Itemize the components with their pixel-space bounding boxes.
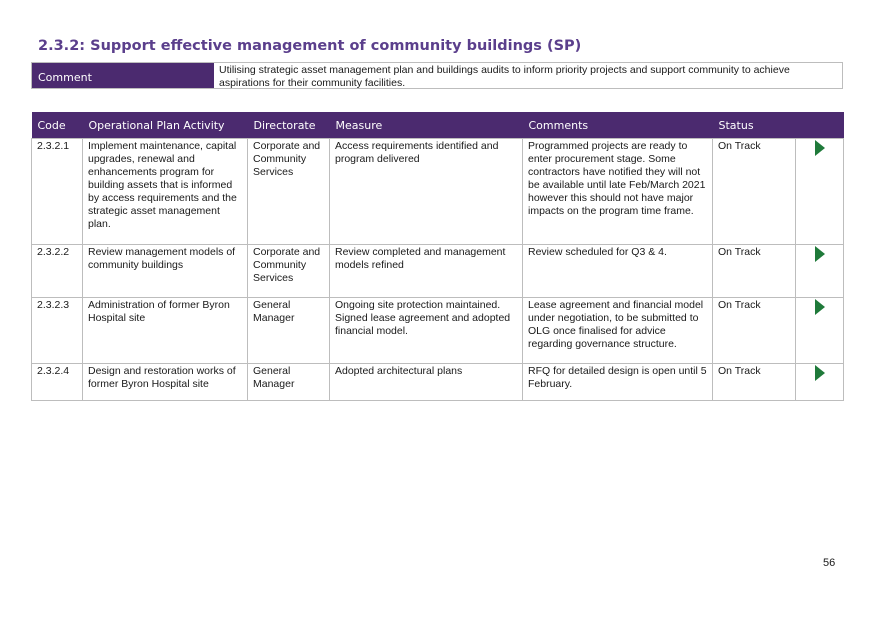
cell-code: 2.3.2.4 [31, 362, 83, 401]
comment-box: Comment Utilising strategic asset manage… [31, 62, 843, 89]
cell-status-icon [795, 243, 844, 298]
cell-code: 2.3.2.1 [31, 137, 83, 245]
cell-activity: Design and restoration works of former B… [82, 362, 248, 401]
header-directorate: Directorate [247, 112, 330, 138]
comment-text: Utilising strategic asset management pla… [219, 64, 790, 89]
play-icon [815, 364, 825, 381]
header-status: Status [712, 112, 796, 138]
table-row: 2.3.2.3 Administration of former Byron H… [31, 296, 844, 364]
table-row: 2.3.2.1 Implement maintenance, capital u… [31, 137, 844, 245]
cell-status-icon [795, 362, 844, 401]
cell-status: On Track [712, 137, 796, 245]
cell-comments: Review scheduled for Q3 & 4. [522, 243, 713, 298]
cell-status: On Track [712, 362, 796, 401]
cell-status: On Track [712, 296, 796, 364]
header-activity: Operational Plan Activity [82, 112, 248, 138]
cell-measure: Adopted architectural plans [329, 362, 523, 401]
cell-directorate: Corporate and Community Services [247, 243, 330, 298]
cell-measure: Review completed and management models r… [329, 243, 523, 298]
cell-comments: RFQ for detailed design is open until 5 … [522, 362, 713, 401]
cell-directorate: General Manager [247, 362, 330, 401]
table-header-row: Code Operational Plan Activity Directora… [31, 112, 844, 138]
cell-directorate: Corporate and Community Services [247, 137, 330, 245]
header-status-icon [795, 112, 844, 138]
cell-measure: Ongoing site protection maintained. Sign… [329, 296, 523, 364]
play-icon [815, 298, 825, 315]
table-row: 2.3.2.4 Design and restoration works of … [31, 362, 844, 401]
cell-code: 2.3.2.2 [31, 243, 83, 298]
page-number: 56 [823, 557, 836, 569]
header-measure: Measure [329, 112, 523, 138]
cell-comments: Lease agreement and financial model unde… [522, 296, 713, 364]
operational-plan-table: Code Operational Plan Activity Directora… [31, 112, 844, 401]
cell-activity: Administration of former Byron Hospital … [82, 296, 248, 364]
page-heading: 2.3.2: Support effective management of c… [38, 38, 582, 54]
play-icon [815, 139, 825, 156]
cell-comments: Programmed projects are ready to enter p… [522, 137, 713, 245]
cell-status-icon [795, 137, 844, 245]
cell-code: 2.3.2.3 [31, 296, 83, 364]
header-comments: Comments [522, 112, 713, 138]
cell-activity: Review management models of community bu… [82, 243, 248, 298]
comment-label: Comment [32, 63, 214, 88]
cell-status-icon [795, 296, 844, 364]
cell-status: On Track [712, 243, 796, 298]
header-code: Code [31, 112, 83, 138]
cell-activity: Implement maintenance, capital upgrades,… [82, 137, 248, 245]
cell-directorate: General Manager [247, 296, 330, 364]
cell-measure: Access requirements identified and progr… [329, 137, 523, 245]
table-row: 2.3.2.2 Review management models of comm… [31, 243, 844, 298]
play-icon [815, 245, 825, 262]
